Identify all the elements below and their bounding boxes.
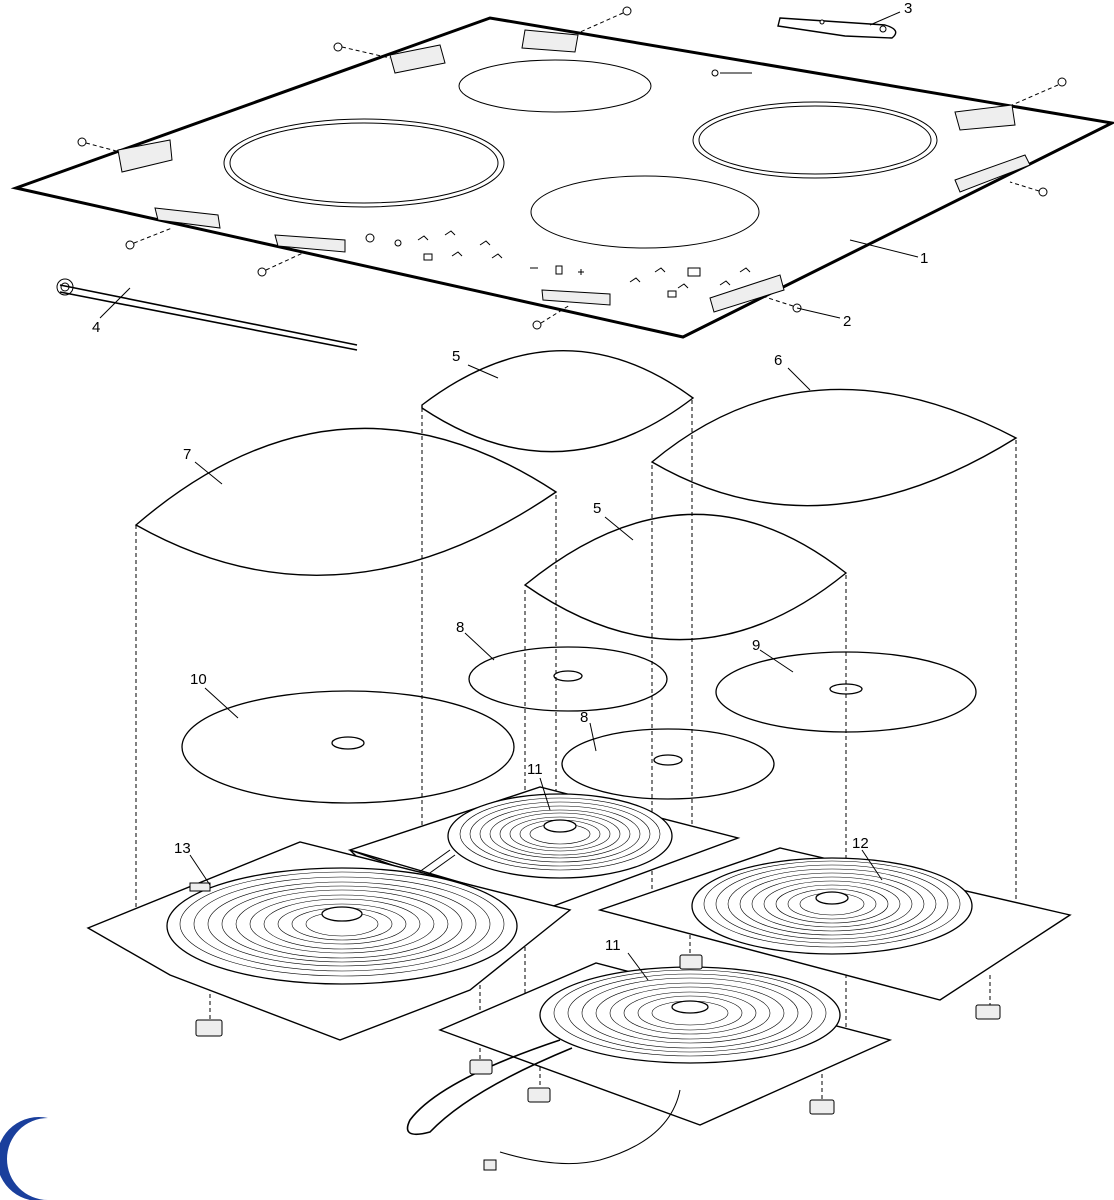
part-disc-8-top xyxy=(468,646,668,712)
callout-13: 13 xyxy=(174,840,191,857)
callout-12: 12 xyxy=(852,835,869,852)
part-sheet-7 xyxy=(134,427,558,576)
part-sheet-5-mid xyxy=(523,513,848,641)
part-disc-10 xyxy=(181,690,515,804)
callout-6: 6 xyxy=(774,352,782,369)
part-clip xyxy=(777,17,897,39)
part-seal-strip xyxy=(56,278,358,351)
callout-labels: 1 2 3 4 5 6 7 5 8 9 10 8 11 12 13 11 xyxy=(92,0,928,954)
callout-9: 9 xyxy=(752,637,760,654)
part-glass-cooktop xyxy=(10,16,1114,339)
callout-11-top: 11 xyxy=(527,761,543,778)
callout-4: 4 xyxy=(92,319,100,336)
alignment-guides xyxy=(135,400,1017,1100)
part-sheet-6 xyxy=(650,388,1018,507)
brand-logo xyxy=(0,1117,86,1200)
callout-10: 10 xyxy=(190,671,207,688)
callout-7: 7 xyxy=(183,446,191,463)
fixing-clips xyxy=(195,954,1001,1115)
callout-5-mid: 5 xyxy=(593,500,601,517)
part-screws xyxy=(77,6,1067,330)
callout-1: 1 xyxy=(920,250,928,267)
part-sheet-5-top xyxy=(421,350,695,453)
callout-3: 3 xyxy=(904,0,912,17)
part-coil-11-bottom xyxy=(406,962,893,1171)
brand-mark xyxy=(711,69,752,77)
callout-11-bottom: 11 xyxy=(605,937,621,954)
callout-5-top: 5 xyxy=(452,348,460,365)
part-disc-8-mid xyxy=(561,728,775,800)
callout-leaders xyxy=(99,11,919,981)
mounting-brackets xyxy=(117,29,1031,313)
callout-2: 2 xyxy=(843,313,851,330)
part-coil-12 xyxy=(597,847,1072,1001)
part-coil-13 xyxy=(86,841,572,1041)
control-symbols xyxy=(365,230,751,298)
part-disc-9 xyxy=(715,651,977,733)
callout-8-top: 8 xyxy=(456,619,464,636)
callout-8-mid: 8 xyxy=(580,709,588,726)
